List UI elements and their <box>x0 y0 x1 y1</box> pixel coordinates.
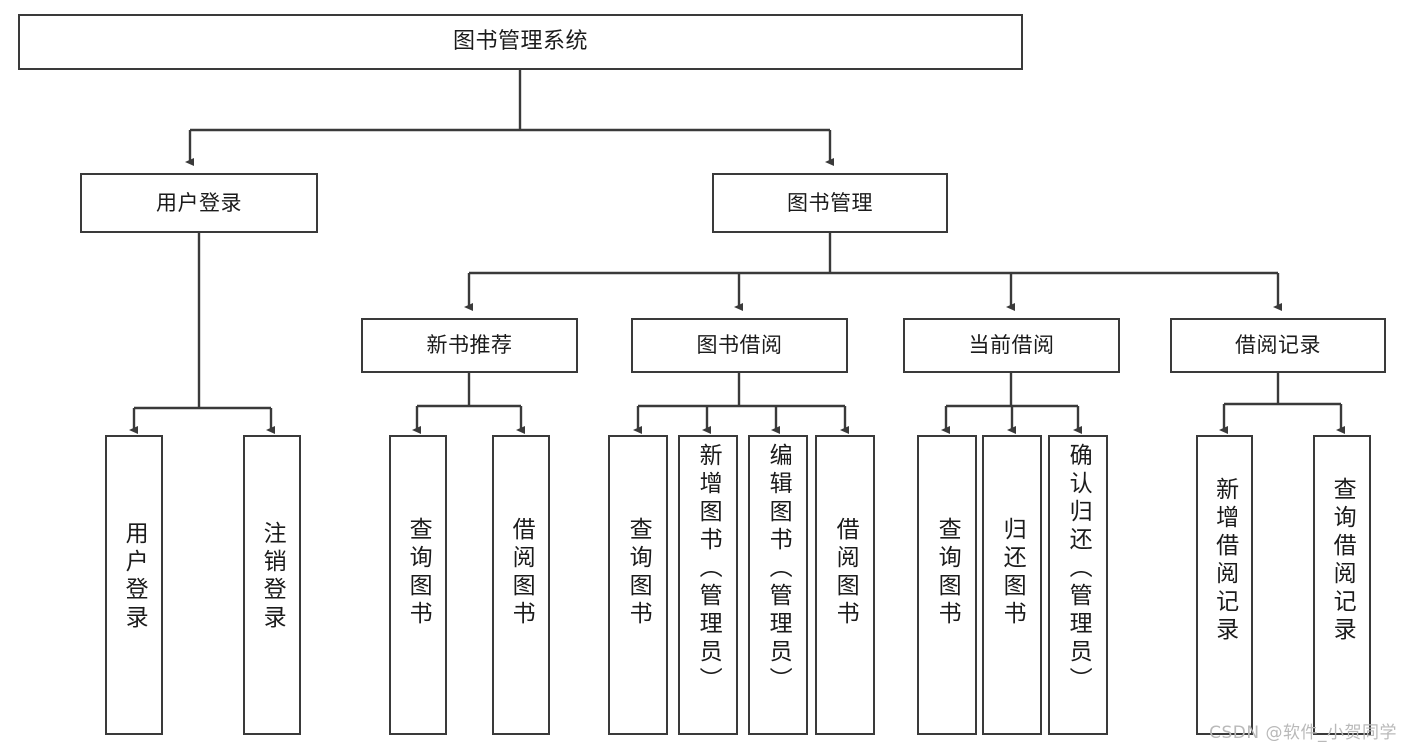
leaf-current-confirm-return[interactable]: 确认归还（管理员） <box>1048 435 1108 735</box>
leaf-current-query-book-label: 查询图书 <box>934 517 961 629</box>
leaf-user-login-login-label: 用户登录 <box>121 521 148 633</box>
node-new-book-recommend-label: 新书推荐 <box>426 333 513 358</box>
node-borrow-record-label: 借阅记录 <box>1235 333 1321 358</box>
node-book-borrow[interactable]: 图书借阅 <box>631 318 848 373</box>
leaf-current-confirm-return-label: 确认归还（管理员） <box>1065 443 1092 695</box>
leaf-current-return-book-label: 归还图书 <box>999 517 1026 629</box>
leaf-borrow-borrow-book[interactable]: 借阅图书 <box>815 435 875 735</box>
leaf-borrow-add-book-label: 新增图书（管理员） <box>695 443 722 695</box>
node-root-label: 图书管理系统 <box>452 29 588 55</box>
leaf-borrow-add-book[interactable]: 新增图书（管理员） <box>678 435 738 735</box>
leaf-record-add-record[interactable]: 新增借阅记录 <box>1196 435 1253 735</box>
leaf-current-query-book[interactable]: 查询图书 <box>917 435 977 735</box>
node-book-borrow-label: 图书借阅 <box>696 333 783 358</box>
leaf-borrow-edit-book-label: 编辑图书（管理员） <box>765 443 792 695</box>
leaf-new-book-query-label: 查询图书 <box>405 517 432 629</box>
leaf-new-book-query[interactable]: 查询图书 <box>389 435 447 735</box>
leaf-user-login-login[interactable]: 用户登录 <box>105 435 163 735</box>
node-current-borrow-label: 当前借阅 <box>968 333 1055 358</box>
leaf-record-query-record-label: 查询借阅记录 <box>1329 477 1356 645</box>
node-book-management[interactable]: 图书管理 <box>712 173 948 233</box>
leaf-borrow-borrow-book-label: 借阅图书 <box>832 517 859 629</box>
leaf-borrow-query-book[interactable]: 查询图书 <box>608 435 668 735</box>
node-user-login-label: 用户登录 <box>156 190 242 215</box>
leaf-borrow-edit-book[interactable]: 编辑图书（管理员） <box>748 435 808 735</box>
leaf-new-book-borrow[interactable]: 借阅图书 <box>492 435 550 735</box>
node-new-book-recommend[interactable]: 新书推荐 <box>361 318 578 373</box>
leaf-record-query-record[interactable]: 查询借阅记录 <box>1313 435 1371 735</box>
csdn-watermark: CSDN @软件_小贺同学 <box>1209 723 1397 743</box>
node-root[interactable]: 图书管理系统 <box>18 14 1023 70</box>
leaf-borrow-query-book-label: 查询图书 <box>625 517 652 629</box>
leaf-user-login-logout[interactable]: 注销登录 <box>243 435 301 735</box>
leaf-record-add-record-label: 新增借阅记录 <box>1211 477 1238 645</box>
node-current-borrow[interactable]: 当前借阅 <box>903 318 1120 373</box>
leaf-new-book-borrow-label: 借阅图书 <box>508 517 535 629</box>
node-book-management-label: 图书管理 <box>787 190 873 215</box>
leaf-current-return-book[interactable]: 归还图书 <box>982 435 1042 735</box>
node-user-login[interactable]: 用户登录 <box>80 173 318 233</box>
leaf-user-login-logout-label: 注销登录 <box>259 521 286 633</box>
node-borrow-record[interactable]: 借阅记录 <box>1170 318 1386 373</box>
